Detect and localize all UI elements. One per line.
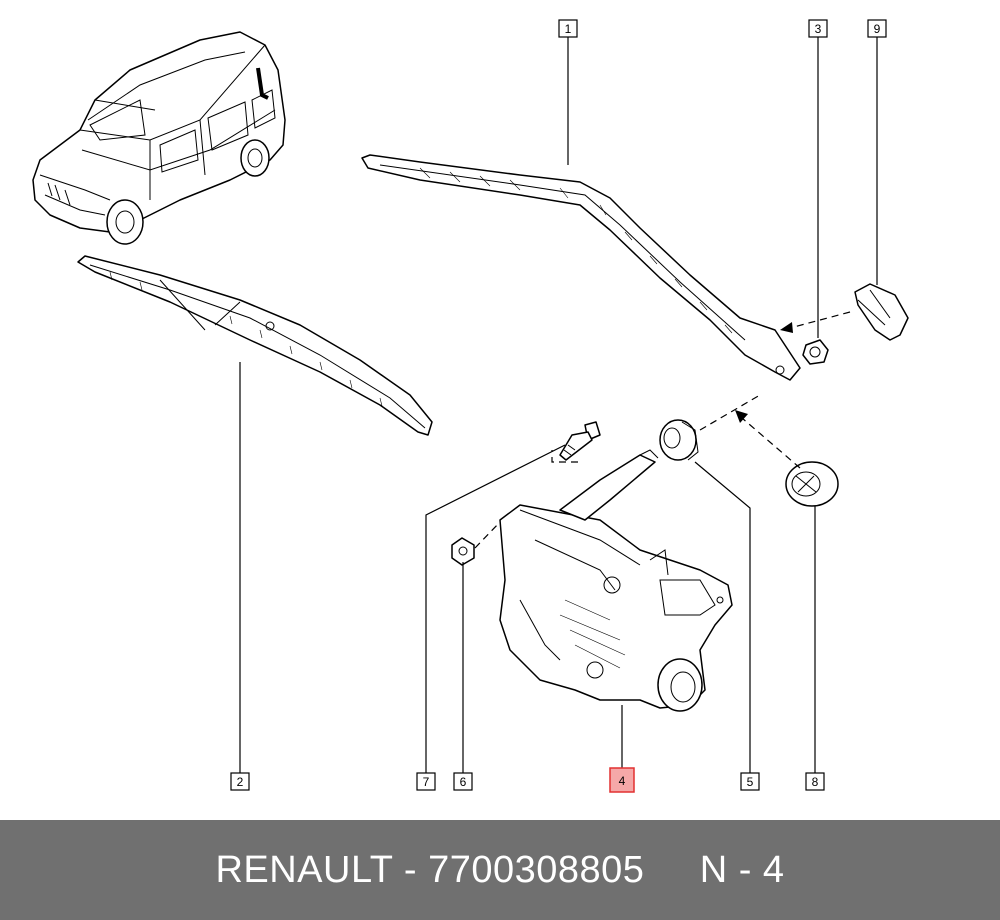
callout-6: 6 <box>453 772 473 791</box>
callout-9: 9 <box>867 19 887 38</box>
vehicle-illustration <box>32 31 286 245</box>
footer-bar: RENAULT - 7700308805 N - 4 <box>0 820 1000 920</box>
cap-part-9 <box>854 283 909 341</box>
callout-label: 4 <box>619 774 626 788</box>
callout-label: 9 <box>874 22 881 36</box>
callout-8: 8 <box>805 772 825 791</box>
callout-7: 7 <box>416 772 436 791</box>
callout-1: 1 <box>558 19 578 38</box>
assembly-arrows <box>474 311 851 549</box>
nut-part-3 <box>802 339 829 365</box>
callout-label: 7 <box>423 775 430 789</box>
wiper-motor-part-4 <box>499 449 733 712</box>
callout-label: 1 <box>565 22 572 36</box>
callout-5: 5 <box>740 772 760 791</box>
small-nut-part-6 <box>451 537 475 566</box>
callout-label: 3 <box>815 22 822 36</box>
wiper-blade-part-2 <box>77 255 433 436</box>
callout-2: 2 <box>230 772 250 791</box>
grommet-part-5 <box>659 419 699 461</box>
callout-label: 6 <box>460 775 467 789</box>
cap-nut-part-8 <box>785 461 839 507</box>
rear-wiper-exploded-diagram: 1 2 3 4 5 6 7 8 9 <box>32 19 909 793</box>
bolt-part-7 <box>559 421 601 461</box>
callout-label: 8 <box>812 775 819 789</box>
leader-lines <box>239 37 878 775</box>
part-number-caption: RENAULT - 7700308805 N - 4 <box>215 848 785 891</box>
callout-label: 2 <box>237 775 244 789</box>
wiper-arm-part-1 <box>361 154 801 381</box>
callout-label: 5 <box>747 775 754 789</box>
callout-4-highlighted: 4 <box>609 767 635 793</box>
callout-3: 3 <box>808 19 828 38</box>
